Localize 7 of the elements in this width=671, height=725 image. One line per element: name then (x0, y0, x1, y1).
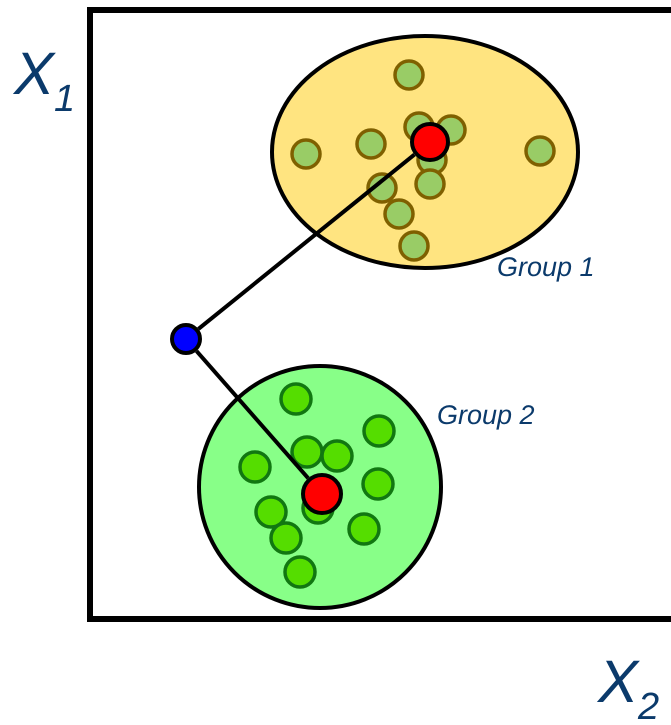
connector-line (195, 350, 310, 480)
query-point (170, 323, 202, 355)
connector-line (197, 153, 416, 330)
axis-label: X$_{1}$ (14, 44, 76, 118)
axis-label: X$_{2}$ (598, 652, 660, 725)
group-label: Group 1 (497, 254, 595, 281)
group-label: Group 2 (437, 402, 535, 429)
